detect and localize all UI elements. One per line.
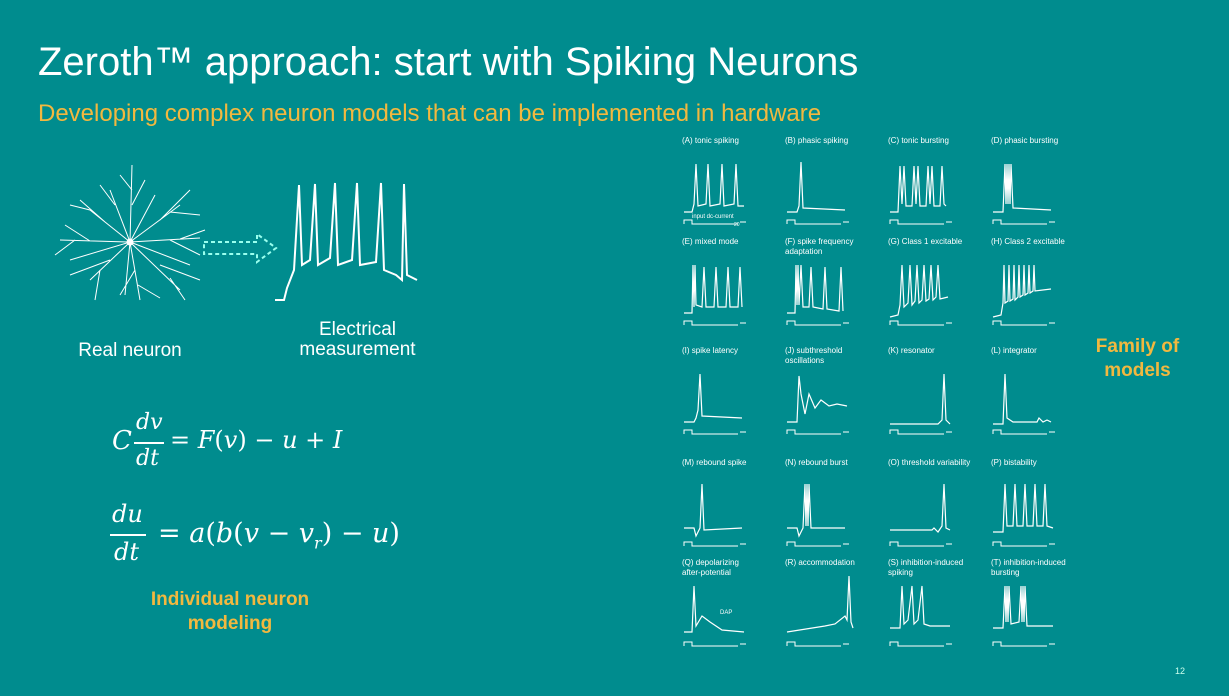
model-panel-label: (N) rebound burst xyxy=(785,458,848,467)
model-panel-label: (P) bistability xyxy=(991,458,1037,467)
model-panel-label: (L) integrator xyxy=(991,346,1037,355)
family-label-line1: Family of xyxy=(1095,336,1180,357)
model-panel: (O) threshold variability xyxy=(888,458,984,554)
electrical-label: Electrical measurement xyxy=(285,320,430,360)
equation-1: C dv dt = F(v) − u + I xyxy=(112,410,343,471)
model-panel-label: (Q) depolarizing after-potential xyxy=(682,558,739,577)
spike-trace xyxy=(786,264,849,326)
spike-trace xyxy=(683,483,746,547)
model-panel: (T) inhibition-induced bursting xyxy=(991,558,1087,654)
electrical-label-line2: measurement xyxy=(299,339,416,360)
spike-trace xyxy=(889,165,952,225)
model-panel: (S) inhibition-induced spiking xyxy=(888,558,984,654)
family-label-line2: models xyxy=(1104,360,1171,381)
spike-trace xyxy=(683,264,746,326)
page-number: 12 xyxy=(1174,666,1185,676)
spike-trace xyxy=(992,373,1055,435)
model-panel-label: (A) tonic spiking xyxy=(682,136,739,145)
spike-trace xyxy=(786,483,849,547)
model-panel: (J) subthreshold oscillations xyxy=(785,346,881,442)
model-panel-label: (M) rebound spike xyxy=(682,458,747,467)
spike-trace xyxy=(889,585,952,647)
model-panel: (P) bistability xyxy=(991,458,1087,554)
model-panel-annotation: input dc-current xyxy=(692,214,734,220)
model-panel-label: (I) spike latency xyxy=(682,346,739,355)
spike-trace xyxy=(683,163,746,225)
model-panel: (G) Class 1 excitable xyxy=(888,237,984,333)
spike-trace xyxy=(889,483,952,547)
model-panel: (K) resonator xyxy=(888,346,984,442)
individual-label-line1: Individual neuron xyxy=(150,589,310,610)
spike-trace xyxy=(992,264,1055,326)
model-panel: (C) tonic bursting xyxy=(888,136,984,232)
electrical-trace xyxy=(275,182,418,301)
model-panel-label: (G) Class 1 excitable xyxy=(888,237,963,246)
real-neuron-label: Real neuron xyxy=(78,340,182,361)
model-panel-label: (C) tonic bursting xyxy=(888,136,949,145)
spike-trace xyxy=(786,375,849,435)
model-panel: (R) accommodation xyxy=(785,558,881,654)
spike-trace xyxy=(786,161,849,225)
model-panel-annotation: DAP xyxy=(720,610,733,616)
model-panel: (N) rebound burst xyxy=(785,458,881,554)
model-panel: (H) Class 2 excitable xyxy=(991,237,1087,333)
spike-trace xyxy=(683,585,746,647)
model-panel-label: (O) threshold variability xyxy=(888,458,971,467)
spike-trace xyxy=(889,373,952,435)
model-panel: (F) spike frequency adaptation xyxy=(785,237,881,333)
model-panel-annotation-2: 20 xyxy=(734,222,740,228)
slide-subtitle: Developing complex neuron models that ca… xyxy=(38,100,822,127)
equation-2: du dt = a(b(v − vr) − u) xyxy=(110,500,400,566)
model-panel-label: (R) accommodation xyxy=(785,558,855,567)
model-panel: (M) rebound spike xyxy=(682,458,778,554)
electrical-label-line1: Electrical xyxy=(318,319,397,340)
model-panel-label: (E) mixed mode xyxy=(682,237,739,246)
model-panel: (E) mixed mode xyxy=(682,237,778,333)
neuron-illustration xyxy=(54,164,206,301)
arrow-icon xyxy=(203,232,278,264)
model-panel-label: (F) spike frequency adaptation xyxy=(785,237,854,256)
model-panel-label: (H) Class 2 excitable xyxy=(991,237,1065,246)
model-panel: (I) spike latency xyxy=(682,346,778,442)
spike-trace xyxy=(889,264,952,326)
spike-trace xyxy=(992,163,1055,225)
individual-neuron-label: Individual neuron modeling xyxy=(120,588,340,636)
spike-trace xyxy=(992,483,1055,547)
model-panel-label: (T) inhibition-induced bursting xyxy=(991,558,1066,577)
model-panel-label: (S) inhibition-induced spiking xyxy=(888,558,964,577)
family-of-models-label: Family of models xyxy=(1085,335,1190,383)
model-panel: (D) phasic bursting xyxy=(991,136,1087,232)
model-panel-label: (J) subthreshold oscillations xyxy=(785,346,843,365)
slide-title: Zeroth™ approach: start with Spiking Neu… xyxy=(38,40,859,84)
spike-trace xyxy=(786,575,854,647)
individual-label-line2: modeling xyxy=(187,613,273,634)
spike-trace xyxy=(992,585,1055,647)
model-panel-label: (B) phasic spiking xyxy=(785,136,849,145)
model-panel-label: (K) resonator xyxy=(888,346,935,355)
spike-trace xyxy=(683,373,746,435)
model-panel: (B) phasic spiking xyxy=(785,136,881,232)
model-panel-label: (D) phasic bursting xyxy=(991,136,1059,145)
model-panel: (L) integrator xyxy=(991,346,1087,442)
